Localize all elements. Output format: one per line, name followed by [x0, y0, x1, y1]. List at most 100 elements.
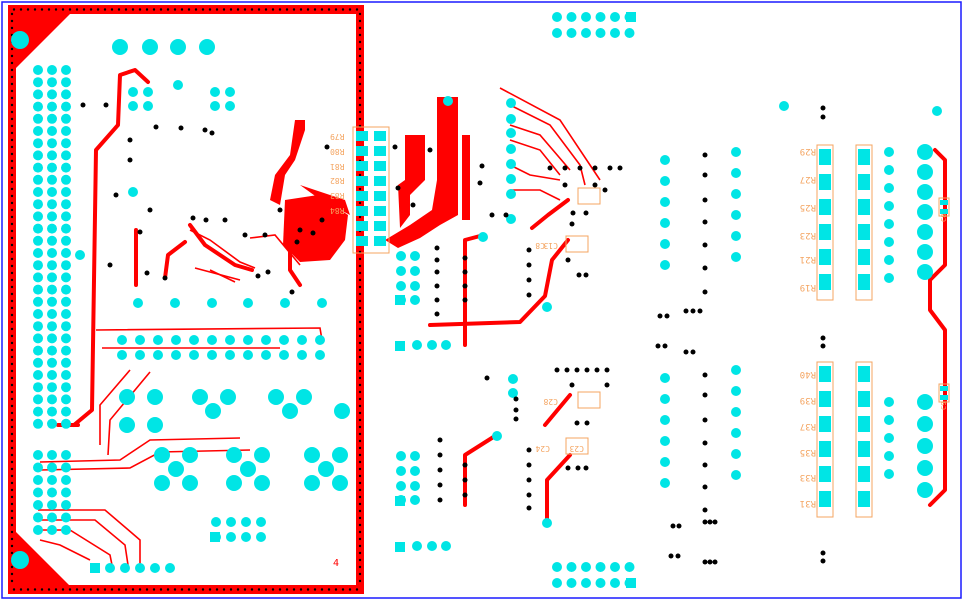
- stitch-via: [10, 369, 14, 373]
- stitch-via: [10, 495, 14, 499]
- copper-pours: [270, 97, 470, 262]
- via: [707, 519, 713, 525]
- pad: [595, 12, 606, 22]
- stitch-via: [124, 8, 128, 11]
- via: [702, 519, 708, 525]
- large-pad: [226, 447, 242, 463]
- stitch-via: [54, 8, 58, 11]
- pad: [884, 255, 894, 265]
- via: [203, 217, 209, 223]
- header-pin: [47, 394, 57, 405]
- via: [434, 257, 440, 263]
- via: [513, 416, 519, 422]
- stitch-via: [358, 264, 362, 268]
- stitch-via: [10, 523, 14, 527]
- header-pin: [33, 260, 43, 271]
- via: [575, 465, 581, 471]
- stitch-via: [10, 47, 14, 51]
- pad: [731, 428, 741, 438]
- stitch-via: [12, 8, 16, 11]
- header-pin: [61, 394, 71, 405]
- stitch-via: [358, 376, 362, 380]
- label-c8-mid: C8: [535, 241, 545, 250]
- stitch-via: [10, 565, 14, 569]
- resistor-pad: [858, 466, 870, 482]
- thin-traces: [38, 87, 601, 566]
- large-pad: [917, 394, 933, 410]
- header-pin: [47, 223, 57, 234]
- pad: [731, 470, 741, 480]
- via: [562, 182, 568, 188]
- stitch-via: [358, 558, 362, 562]
- header-pin: [47, 357, 57, 368]
- pad: [396, 251, 406, 261]
- pad: [396, 481, 406, 491]
- label-r21: R21: [800, 254, 816, 264]
- stitch-via: [257, 588, 261, 591]
- pad: [153, 335, 163, 345]
- header-pin: [47, 284, 57, 295]
- via: [576, 272, 582, 278]
- stitch-via: [26, 588, 30, 591]
- pad: [117, 335, 127, 345]
- stitch-via: [355, 8, 359, 11]
- chip-pad: [356, 161, 368, 171]
- via: [427, 147, 433, 153]
- stitch-via: [358, 509, 362, 513]
- header-pin: [61, 357, 71, 368]
- label-r39: R39: [800, 395, 816, 405]
- via: [178, 125, 184, 131]
- stitch-via: [358, 173, 362, 177]
- pad: [581, 578, 591, 588]
- stitch-via: [138, 8, 142, 11]
- via: [289, 289, 295, 295]
- stitch-via: [10, 544, 14, 548]
- stitch-via: [96, 8, 100, 11]
- stitch-via: [250, 8, 254, 11]
- stitch-via: [82, 8, 86, 11]
- square-pad: [626, 578, 636, 588]
- stitch-via: [10, 215, 14, 219]
- header-pin: [47, 187, 57, 197]
- resistor-pad: [819, 224, 831, 240]
- stitch-via: [10, 404, 14, 408]
- pad: [884, 237, 894, 247]
- header-pin: [33, 450, 43, 460]
- pad: [261, 350, 271, 360]
- header-pin: [33, 382, 43, 393]
- stitch-via: [47, 8, 51, 11]
- pad: [189, 335, 199, 345]
- header-pin: [33, 406, 43, 417]
- pad: [128, 87, 138, 97]
- stitch-via: [306, 8, 310, 11]
- stitch-via: [285, 8, 289, 11]
- via: [462, 283, 468, 289]
- header-pin: [61, 272, 71, 283]
- header-pin: [47, 248, 57, 258]
- via: [702, 417, 708, 423]
- pad: [552, 28, 562, 38]
- via: [592, 182, 598, 188]
- header-pin: [47, 126, 57, 136]
- pad: [207, 350, 217, 360]
- pad: [135, 563, 145, 573]
- pad: [396, 281, 406, 291]
- header-pin: [47, 500, 57, 510]
- via: [655, 343, 661, 349]
- stitch-via: [341, 588, 345, 591]
- via: [820, 558, 826, 564]
- label-r35: R35: [800, 447, 816, 457]
- stitch-via: [10, 516, 14, 520]
- stitch-via: [10, 292, 14, 296]
- stitch-via: [145, 8, 149, 11]
- stitch-via: [89, 8, 93, 11]
- large-pad: [182, 447, 198, 463]
- pad: [508, 388, 518, 398]
- via: [702, 172, 708, 178]
- stitch-via: [10, 75, 14, 79]
- chip-pad: [356, 206, 368, 216]
- header-pin: [33, 126, 43, 136]
- pad: [884, 273, 894, 283]
- via: [437, 452, 443, 458]
